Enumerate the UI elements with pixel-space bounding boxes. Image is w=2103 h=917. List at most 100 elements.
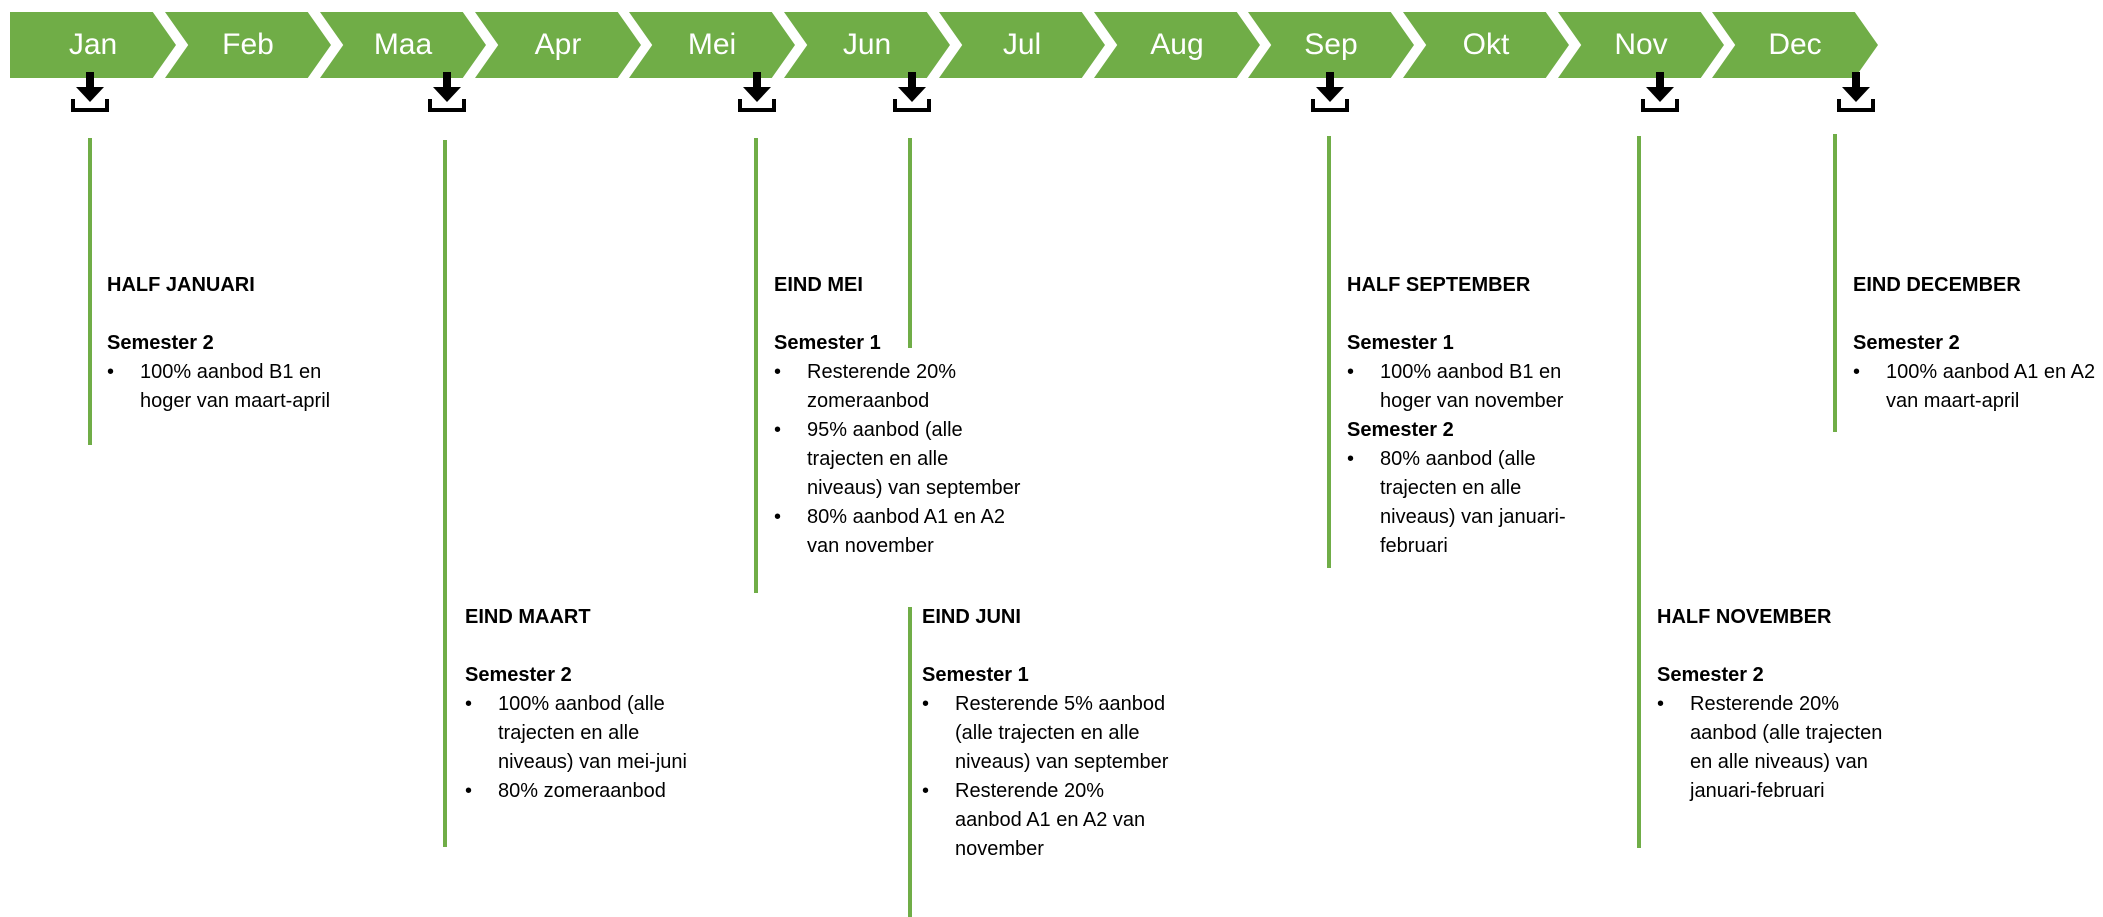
- bullet-icon: •: [1347, 361, 1355, 383]
- event-eind-maart: EIND MAART Semester 2 • 100% aanbod (alle t…: [465, 603, 715, 806]
- bullet-icon: •: [1657, 693, 1665, 715]
- event-item-text: Resterende 20% zomeraanbod: [807, 361, 956, 412]
- month-arrow-feb: Feb: [165, 12, 331, 78]
- event-eind-juni: EIND JUNI Semester 1 • Resterende 5% aanbod…: [922, 603, 1172, 864]
- event-item-text: 80% aanbod (alle trajecten en alle nivea…: [1380, 448, 1566, 557]
- semester-label: Semester 2: [107, 332, 214, 354]
- month-label: Jul: [1002, 28, 1042, 61]
- download-icon: [1311, 72, 1349, 112]
- month-label: Aug: [1150, 28, 1204, 61]
- bullet-icon: •: [465, 693, 473, 715]
- month-arrow-maa: Maa: [320, 12, 486, 78]
- event-item-text: 100% aanbod B1 en hoger van november: [1380, 361, 1564, 412]
- event-item-text: Resterende 20% aanbod A1 en A2 van novem…: [955, 780, 1146, 860]
- bullet-icon: •: [1853, 361, 1861, 383]
- event-list-item: • 80% zomeraanbod: [465, 777, 715, 806]
- month-arrow-okt: Okt: [1403, 12, 1569, 78]
- semester-label: Semester 2: [1853, 332, 1960, 354]
- bullet-icon: •: [774, 361, 782, 383]
- semester-label: Semester 1: [1347, 332, 1454, 354]
- event-half-november: HALF NOVEMBER Semester 2 • Resterende 20% a…: [1657, 603, 1907, 806]
- download-icon: [71, 72, 109, 112]
- month-label: Dec: [1768, 28, 1822, 61]
- month-label: Nov: [1614, 28, 1668, 61]
- semester-label: Semester 2: [1347, 419, 1454, 441]
- event-eind-december: EIND DECEMBER Semester 2 • 100% aanbod A1 e…: [1853, 271, 2103, 416]
- timeline-connector-line: [754, 138, 758, 593]
- event-list-item: • 100% aanbod B1 en hoger van november: [1347, 358, 1597, 416]
- month-label: Jun: [842, 28, 892, 61]
- month-label: Jan: [68, 28, 118, 61]
- event-item-list: • Resterende 20% aanbod (alle trajecten e…: [1657, 690, 1907, 806]
- event-title: EIND DECEMBER: [1853, 274, 2021, 296]
- download-icon: [738, 72, 776, 112]
- event-item-list: • Resterende 5% aanbod (alle trajecten en…: [922, 690, 1172, 864]
- event-title: HALF SEPTEMBER: [1347, 274, 1531, 296]
- event-title: EIND JUNI: [922, 606, 1021, 628]
- timeline-connector-line: [908, 138, 912, 348]
- event-item-list: • 100% aanbod B1 en hoger van november: [1347, 358, 1597, 416]
- event-title: HALF JANUARI: [107, 274, 255, 296]
- month-arrow-jun: Jun: [784, 12, 950, 78]
- bullet-icon: •: [774, 506, 782, 528]
- bullet-icon: •: [774, 419, 782, 441]
- event-title: EIND MEI: [774, 274, 863, 296]
- event-half-januari: HALF JANUARI Semester 2 • 100% aanbod B1 en…: [107, 271, 357, 416]
- timeline-connector-line: [88, 138, 92, 445]
- event-list-item: • Resterende 20% zomeraanbod: [774, 358, 1024, 416]
- month-label: Okt: [1462, 28, 1510, 61]
- event-item-text: 80% aanbod A1 en A2 van november: [807, 506, 1005, 557]
- semester-label: Semester 2: [465, 664, 572, 686]
- month-arrow-jan: Jan: [10, 12, 176, 78]
- timeline-connector-line: [443, 140, 447, 847]
- bullet-icon: •: [465, 780, 473, 802]
- event-item-text: 95% aanbod (alle trajecten en alle nivea…: [807, 419, 1021, 499]
- semester-label: Semester 1: [922, 664, 1029, 686]
- month-arrow-jul: Jul: [939, 12, 1105, 78]
- event-item-list: • 100% aanbod A1 en A2 van maart-april: [1853, 358, 2103, 416]
- month-label: Apr: [534, 28, 582, 61]
- month-arrow-dec: Dec: [1712, 12, 1878, 78]
- event-item-text: 100% aanbod B1 en hoger van maart-april: [140, 361, 331, 412]
- event-list-item: • 80% aanbod A1 en A2 van november: [774, 503, 1024, 561]
- event-list-item: • 100% aanbod (alle trajecten en alle niv…: [465, 690, 715, 777]
- month-arrow-mei: Mei: [629, 12, 795, 78]
- bullet-icon: •: [922, 693, 930, 715]
- download-icon: [893, 72, 931, 112]
- event-item-list: •80% aanbod (alle trajecten en alle nive…: [1347, 445, 1597, 561]
- event-list-item: • 100% aanbod B1 en hoger van maart-april: [107, 358, 357, 416]
- month-arrow-sep: Sep: [1248, 12, 1414, 78]
- event-title: EIND MAART: [465, 606, 591, 628]
- month-label: Maa: [373, 28, 433, 61]
- event-list-item: • 100% aanbod A1 en A2 van maart-april: [1853, 358, 2103, 416]
- bullet-icon: •: [922, 780, 930, 802]
- event-item-list: • Resterende 20% zomeraanbod • 95% aanbod (…: [774, 358, 1024, 561]
- event-item-text: Resterende 5% aanbod (alle trajecten en …: [955, 693, 1169, 773]
- month-label: Sep: [1304, 28, 1358, 61]
- semester-label: Semester 2: [1657, 664, 1764, 686]
- event-list-item: • 95% aanbod (alle trajecten en alle nive…: [774, 416, 1024, 503]
- event-item-text: Resterende 20% aanbod (alle trajecten en…: [1690, 693, 1883, 802]
- semester-label: Semester 1: [774, 332, 881, 354]
- event-list-item: • Resterende 20% aanbod (alle trajecten e…: [1657, 690, 1907, 806]
- event-item-text: 80% zomeraanbod: [498, 780, 666, 802]
- event-list-item: • Resterende 20% aanbod A1 en A2 van nove…: [922, 777, 1172, 864]
- timeline-connector-line: [1327, 136, 1331, 568]
- timeline-connector-line: [908, 607, 912, 917]
- month-arrow-apr: Apr: [475, 12, 641, 78]
- month-arrow-nov: Nov: [1558, 12, 1724, 78]
- timeline-connector-line: [1637, 136, 1641, 848]
- download-icon: [1837, 72, 1875, 112]
- timeline-connector-line: [1833, 134, 1837, 432]
- event-item-text: 100% aanbod (alle trajecten en alle nive…: [498, 693, 687, 773]
- event-title: HALF NOVEMBER: [1657, 606, 1832, 628]
- event-item-text: 100% aanbod A1 en A2 van maart-april: [1886, 361, 2096, 412]
- event-item-list: • 100% aanbod B1 en hoger van maart-april: [107, 358, 357, 416]
- download-icon: [1641, 72, 1679, 112]
- event-half-september: HALF SEPTEMBER Semester 1 • 100% aanbod B1 …: [1347, 271, 1597, 561]
- month-label: Mei: [687, 28, 737, 61]
- event-eind-mei: EIND MEI Semester 1 • Resterende 20% zomera…: [774, 271, 1024, 561]
- event-list-item: • Resterende 5% aanbod (alle trajecten en…: [922, 690, 1172, 777]
- download-icon: [428, 72, 466, 112]
- bullet-icon: •: [107, 361, 115, 383]
